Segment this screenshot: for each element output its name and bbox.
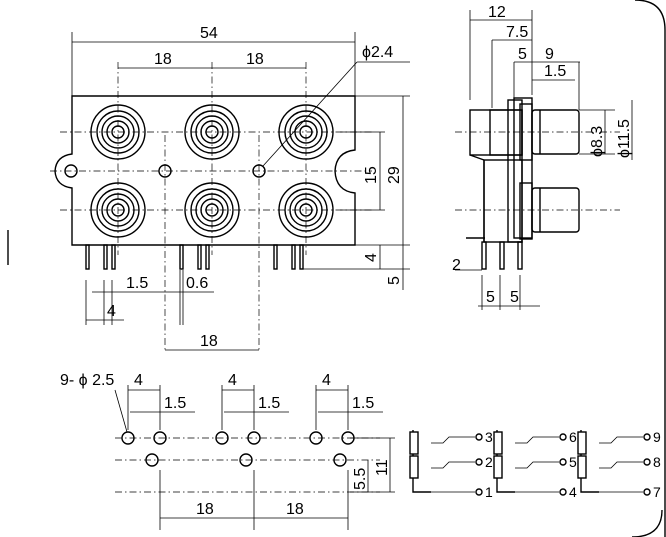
dim-29: 29	[386, 166, 403, 184]
dim-5: 5	[386, 276, 403, 285]
frame-edge	[634, 0, 666, 537]
dim-15: 15	[363, 166, 380, 184]
side-dim-5: 5	[518, 46, 527, 63]
schematic-pin-label: 5	[569, 454, 577, 470]
sleeve-upper	[531, 109, 580, 155]
side-dim-9: 9	[545, 46, 554, 63]
dim-pin-thickness: 0.6	[186, 275, 208, 292]
spacing-1-5-b: 1.5	[258, 395, 280, 412]
schematic: 3 2 1 6 5 4 9 8 7	[409, 429, 661, 500]
front-view: 54 18 18 ϕ2.4 15 29 4 5 1.5 0.6 4	[50, 25, 410, 351]
sleeve-lower	[531, 187, 580, 233]
pcb-pitch-right: 18	[286, 501, 304, 518]
dim-4: 4	[363, 253, 380, 262]
row-offset: 5.5	[352, 468, 369, 490]
schematic-pin-label: 1	[485, 484, 493, 500]
side-dim-2: 2	[452, 257, 461, 274]
dim-overall-width: 54	[200, 25, 218, 42]
schematic-pin-label: 9	[653, 429, 661, 445]
dim-pitch-right: 18	[246, 51, 264, 68]
schematic-channel: 3 2 1	[409, 429, 493, 500]
dim-pin-pitch: 18	[200, 333, 218, 350]
schematic-pin-label: 2	[485, 454, 493, 470]
side-body-lower	[483, 159, 523, 243]
spacing-1-5-a: 1.5	[164, 395, 186, 412]
schematic-pin-label: 3	[485, 429, 493, 445]
spacing-1-5-c: 1.5	[352, 395, 374, 412]
spacing-4-a: 4	[134, 372, 143, 389]
hole-callout: 9- ϕ 2.5	[60, 372, 114, 389]
pcb-hole-grid	[121, 431, 355, 467]
schematic-pin-label: 4	[569, 484, 577, 500]
side-dim-1-5: 1.5	[544, 63, 566, 80]
total-height: 11	[374, 459, 391, 476]
side-pin-gap-right: 5	[510, 289, 519, 306]
side-pin-gap-left: 5	[486, 289, 495, 306]
front-pins	[85, 244, 304, 270]
schematic-pin-label: 6	[569, 429, 577, 445]
schematic-pin-label: 7	[653, 484, 661, 500]
side-view: 12 7.5 5 9 1.5 ϕ8.3 ϕ11.5 2 5 5	[452, 4, 633, 310]
schematic-pin-label: 8	[653, 454, 661, 470]
schematic-channel: 6 5 4	[493, 429, 577, 500]
frame-corner	[631, 509, 663, 537]
dim-pitch-left: 18	[154, 51, 172, 68]
schematic-channel: 9 8 7	[577, 429, 661, 500]
side-dia-11-5: ϕ11.5	[616, 119, 633, 158]
side-dim-7-5: 7.5	[506, 24, 528, 41]
side-dim-12: 12	[488, 4, 506, 21]
pcb-pitch-left: 18	[196, 501, 214, 518]
side-dia-8-3: ϕ8.3	[589, 126, 606, 157]
dim-pin-width: 4	[107, 303, 116, 320]
spacing-4-c: 4	[322, 372, 331, 389]
spacing-4-b: 4	[228, 372, 237, 389]
pcb-layout: 9- ϕ 2.5 4 4 4 1.5 1.5 1.5 5.5 11	[60, 372, 395, 530]
dim-pin-offset: 1.5	[126, 275, 148, 292]
dim-hole-dia: ϕ2.4	[362, 44, 393, 61]
